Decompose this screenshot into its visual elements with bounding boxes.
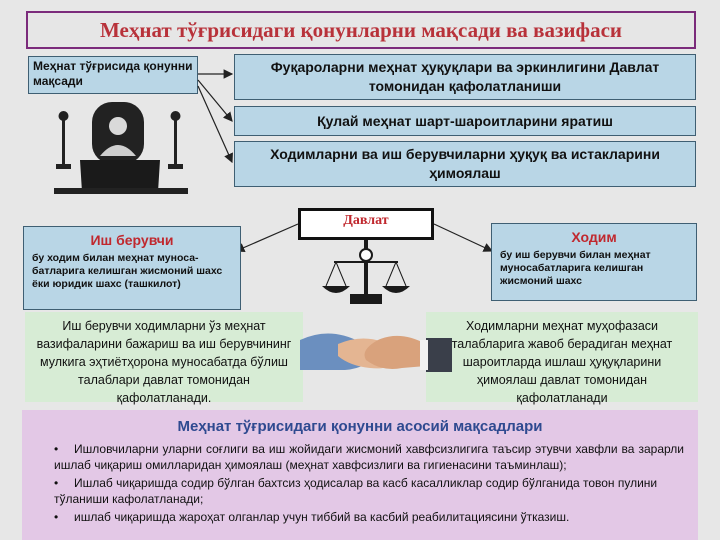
list-item-text: ишлаб чиқаришда жароҳат олганлар учун ти… bbox=[74, 510, 570, 524]
bullet-icon: • bbox=[54, 510, 59, 524]
connector-arrows bbox=[197, 69, 234, 164]
bullet-icon: • bbox=[54, 476, 59, 490]
employee-description: бу иш берувчи билан меҳнат муносабатлари… bbox=[500, 249, 651, 287]
employee-box: Ходим бу иш берувчи билан меҳнат муносаб… bbox=[491, 223, 697, 301]
main-goals-panel: Меҳнат тўғрисидаги қонунни асосий мақсад… bbox=[22, 410, 698, 540]
goal-text: Қулай меҳнат шарт-шароитларини яратиш bbox=[317, 112, 613, 129]
employer-title: Иш берувчи bbox=[90, 232, 174, 248]
law-purpose-label: Меҳнат тўғрисида қонунни мақсади bbox=[33, 59, 193, 88]
goal-box-working-conditions: Қулай меҳнат шарт-шароитларини яратиш bbox=[234, 106, 696, 136]
list-item: •Ишловчиларни уларни соғлиги ва иш жойид… bbox=[22, 441, 698, 473]
goal-box-protection: Ходимларни ва иш берувчиларни ҳуқуқ ва и… bbox=[234, 141, 696, 187]
goal-text: Фуқароларни меҳнат ҳуқуқлари ва эркинлиг… bbox=[270, 59, 660, 94]
list-item-text: Ишловчиларни уларни соғлиги ва иш жойида… bbox=[54, 442, 684, 472]
handshake-icon bbox=[300, 333, 452, 372]
employee-title: Ходим bbox=[571, 229, 617, 245]
employee-duty-panel: Ходимларни меҳнат муҳофазаси талабларига… bbox=[426, 312, 698, 405]
goal-box-rights-guarantee: Фуқароларни меҳнат ҳуқуқлари ва эркинлиг… bbox=[234, 54, 696, 100]
state-links bbox=[234, 223, 494, 253]
list-item-text: Ишлаб чиқаришда содир бўлган бахтсиз ҳод… bbox=[54, 476, 658, 506]
page-title: Меҳнат тўғрисидаги қонунларни мақсади ва… bbox=[100, 17, 622, 42]
bullet-icon: • bbox=[54, 442, 59, 456]
main-goals-title: Меҳнат тўғрисидаги қонунни асосий мақсад… bbox=[177, 418, 543, 435]
employer-box: Иш берувчи бу ходим билан меҳнат муноса-… bbox=[23, 226, 241, 310]
employer-description: бу ходим билан меҳнат муноса-батларига к… bbox=[32, 252, 223, 290]
list-item: •Ишлаб чиқаришда содир бўлган бахтсиз ҳо… bbox=[22, 475, 698, 507]
employer-duty-panel: Иш берувчи ходимларни ўз меҳнат вазифала… bbox=[25, 312, 303, 405]
goal-text: Ходимларни ва иш берувчиларни ҳуқуқ ва и… bbox=[270, 146, 660, 181]
state-label: Давлат bbox=[343, 213, 389, 228]
state-box: Давлат bbox=[298, 208, 434, 240]
scales-icon bbox=[322, 240, 410, 304]
employee-duty-text: Ходимларни меҳнат муҳофазаси талабларига… bbox=[451, 319, 673, 405]
law-purpose-box: Меҳнат тўғрисида қонунни мақсади bbox=[28, 56, 198, 94]
title-banner: Меҳнат тўғрисидаги қонунларни мақсади ва… bbox=[26, 11, 696, 49]
judge-illustration-icon bbox=[54, 102, 188, 194]
list-item: • ишлаб чиқаришда жароҳат олганлар учун т… bbox=[22, 509, 698, 525]
employer-duty-text: Иш берувчи ходимларни ўз меҳнат вазифала… bbox=[36, 319, 292, 405]
